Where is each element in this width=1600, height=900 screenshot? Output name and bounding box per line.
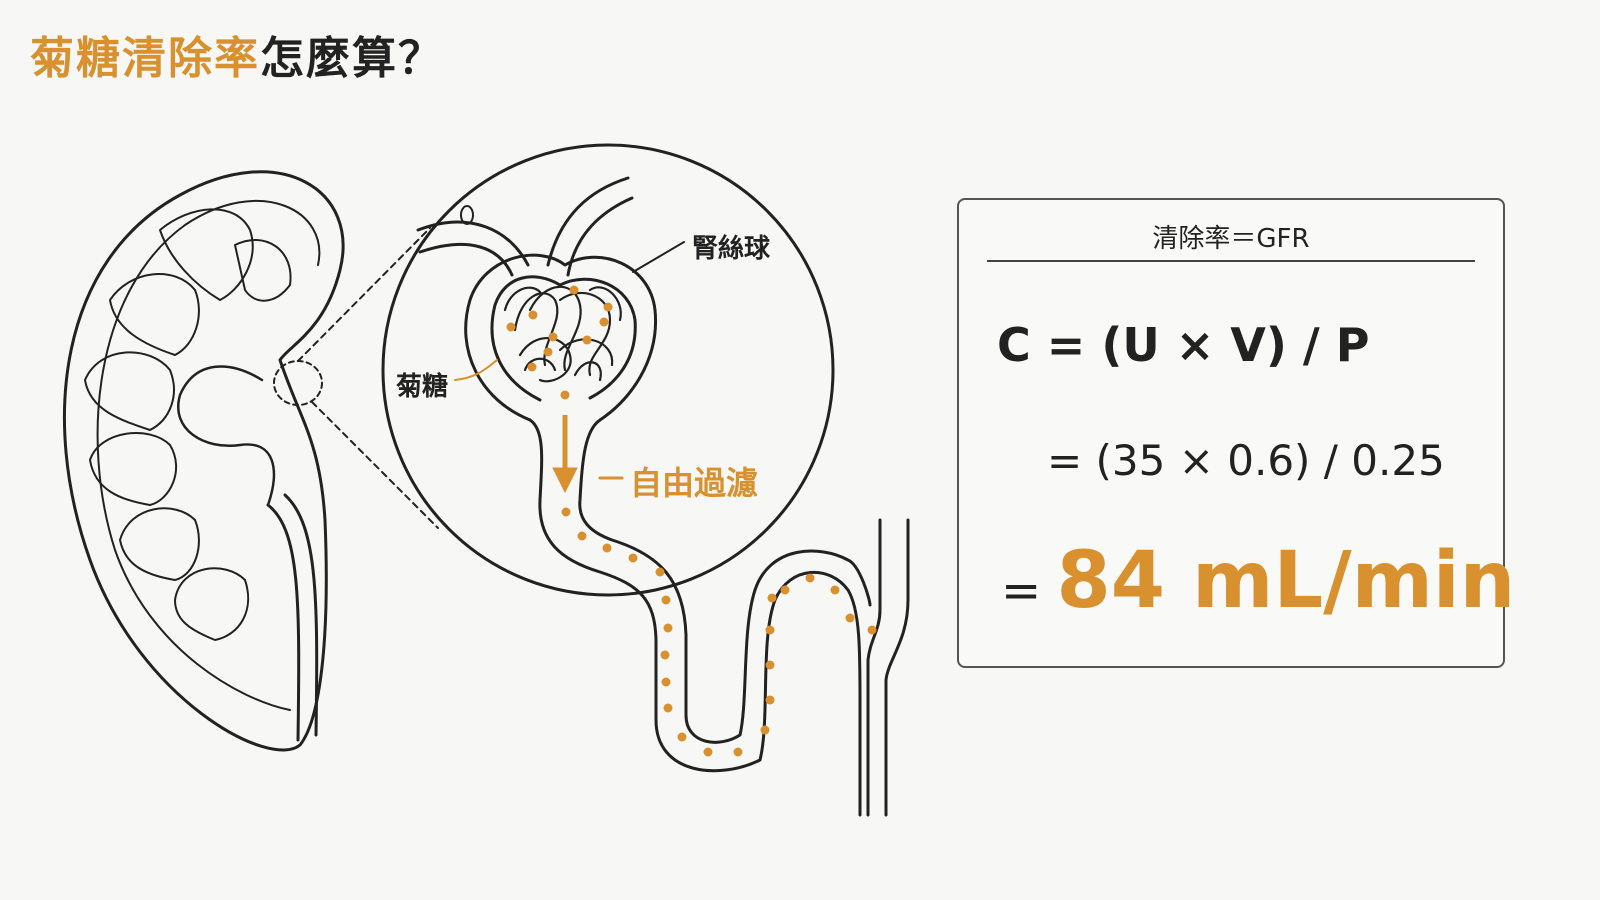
inulin-dot: [703, 747, 713, 757]
inulin-dot: [663, 703, 673, 713]
ureter: [266, 503, 301, 742]
inulin-dot: [603, 302, 613, 312]
inulin-dot: [561, 507, 571, 517]
inulin-dot: [599, 317, 609, 327]
inulin-dot: [527, 362, 537, 372]
label-free-filtration: 自由過濾: [630, 464, 759, 502]
formula-result: 84 mL/min: [1056, 536, 1516, 626]
inulin-dot: [845, 613, 855, 623]
tubule-inner: [578, 418, 872, 744]
inulin-dot: [660, 650, 670, 660]
inulin-dot: [548, 332, 558, 342]
tubule-outer: [528, 418, 862, 817]
formula-line-1: C = (U × V) / P: [997, 318, 1370, 372]
collecting-duct-left: [866, 518, 882, 817]
zoom-origin-circle: [273, 360, 323, 406]
efferent-arteriole: [546, 176, 630, 267]
inulin-dot: [805, 573, 815, 583]
zoom-leader-bottom: [311, 401, 439, 529]
inulin-dot: [543, 347, 553, 357]
inulin-dot: [663, 623, 673, 633]
zoom-circle: [381, 143, 835, 597]
formula-line-3: = 84 mL/min: [1001, 536, 1515, 626]
bowman-capsule-outer: [464, 253, 658, 422]
formula-equals: =: [1001, 563, 1057, 619]
afferent-arteriole-inner: [418, 242, 514, 277]
glomerulus-capillaries: [503, 285, 622, 383]
kidney-outline: [62, 170, 345, 752]
inulin-leader: [454, 359, 498, 381]
inulin-dot: [760, 725, 770, 735]
renal-pelvis: [177, 365, 276, 507]
label-inulin: 菊糖: [396, 372, 449, 402]
glomerulus-leader: [632, 241, 685, 273]
label-glomerulus: 腎絲球: [692, 234, 771, 264]
zoom-leader-top: [297, 227, 431, 362]
inulin-dot: [767, 593, 777, 603]
inulin-dot: [628, 553, 638, 563]
bowman-capsule-inner: [490, 275, 637, 402]
kidney-cortex: [96, 199, 321, 711]
inulin-dot: [867, 625, 877, 635]
inulin-dot: [602, 543, 612, 553]
inulin-dot: [661, 595, 671, 605]
inulin-particles: [506, 285, 877, 757]
renal-pyramids: [84, 208, 292, 641]
collecting-duct-right: [884, 518, 910, 817]
inulin-dot: [677, 732, 687, 742]
page-title: 菊糖清除率怎麼算？: [30, 22, 444, 86]
inulin-dot: [506, 322, 516, 332]
inulin-dot: [582, 335, 592, 345]
inulin-dot: [830, 585, 840, 595]
inulin-dot: [655, 567, 665, 577]
inulin-dot: [560, 390, 570, 400]
filtration-arrow: [552, 415, 578, 494]
inulin-dot: [569, 285, 579, 295]
inulin-dot: [765, 660, 775, 670]
inulin-dot: [577, 531, 587, 541]
inulin-dot: [765, 695, 775, 705]
inulin-dot: [733, 747, 743, 757]
formula-header: 清除率＝GFR: [987, 218, 1475, 262]
title-accent: 菊糖清除率: [30, 33, 260, 84]
formula-panel: 清除率＝GFR C = (U × V) / P = (35 × 0.6) / 0…: [957, 198, 1515, 668]
title-rest: 怎麼算？: [260, 33, 444, 84]
formula-line-2: = (35 × 0.6) / 0.25: [1047, 436, 1445, 485]
inulin-dot: [528, 310, 538, 320]
ureter-inner: [283, 493, 319, 737]
inulin-dot: [765, 625, 775, 635]
afferent-arteriole: [416, 220, 530, 267]
inulin-dot: [661, 677, 671, 687]
inulin-dot: [780, 585, 790, 595]
